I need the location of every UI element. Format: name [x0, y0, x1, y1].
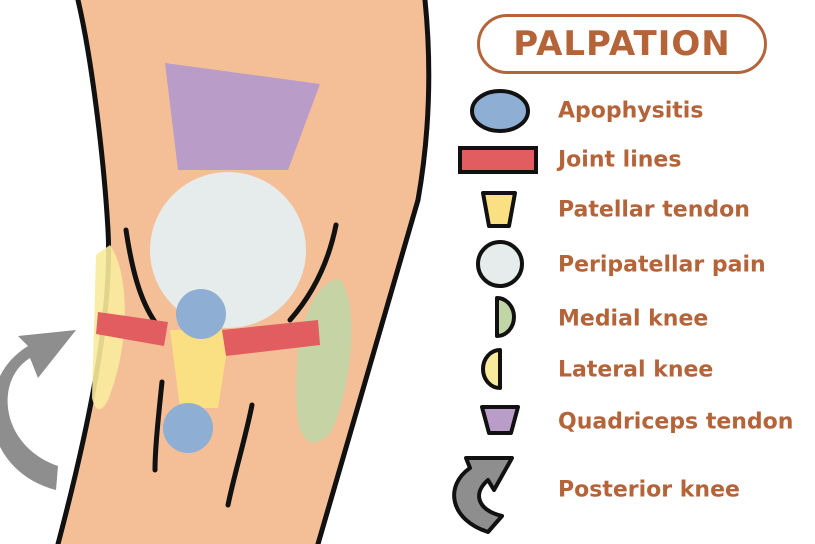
legend-label-apophysitis: Apophysitis: [558, 99, 703, 124]
legend-label-lateral-knee: Lateral knee: [558, 358, 713, 383]
legend-label-medial-knee: Medial knee: [558, 307, 708, 332]
patellar-tendon-legend-icon: [483, 193, 515, 226]
legend-label-patellar-tendon: Patellar tendon: [558, 198, 750, 223]
legend-label-quadriceps-tendon: Quadriceps tendon: [558, 410, 793, 435]
page-title: PALPATION: [513, 24, 730, 64]
quadriceps-tendon-legend-icon: [482, 407, 518, 433]
peripatellar-circle: [150, 172, 306, 328]
posterior-knee-legend-icon: [454, 458, 512, 532]
posterior-knee-arrow: [0, 330, 76, 490]
legend-icons: [454, 91, 536, 532]
lateral-knee-legend-icon: [483, 350, 500, 388]
apophysitis-upper: [176, 289, 226, 339]
knee-illustration: [0, 0, 429, 544]
medial-knee-legend-icon: [497, 298, 514, 336]
legend-label-joint-lines: Joint lines: [558, 148, 681, 173]
apophysitis-lower: [163, 403, 213, 453]
legend-label-posterior-knee: Posterior knee: [558, 478, 740, 503]
title-box: PALPATION: [477, 14, 767, 74]
apophysitis-legend-icon: [472, 91, 528, 131]
joint-lines-legend-icon: [460, 148, 536, 172]
peripatellar-legend-icon: [478, 242, 522, 286]
legend-label-peripatellar-pain: Peripatellar pain: [558, 253, 766, 278]
